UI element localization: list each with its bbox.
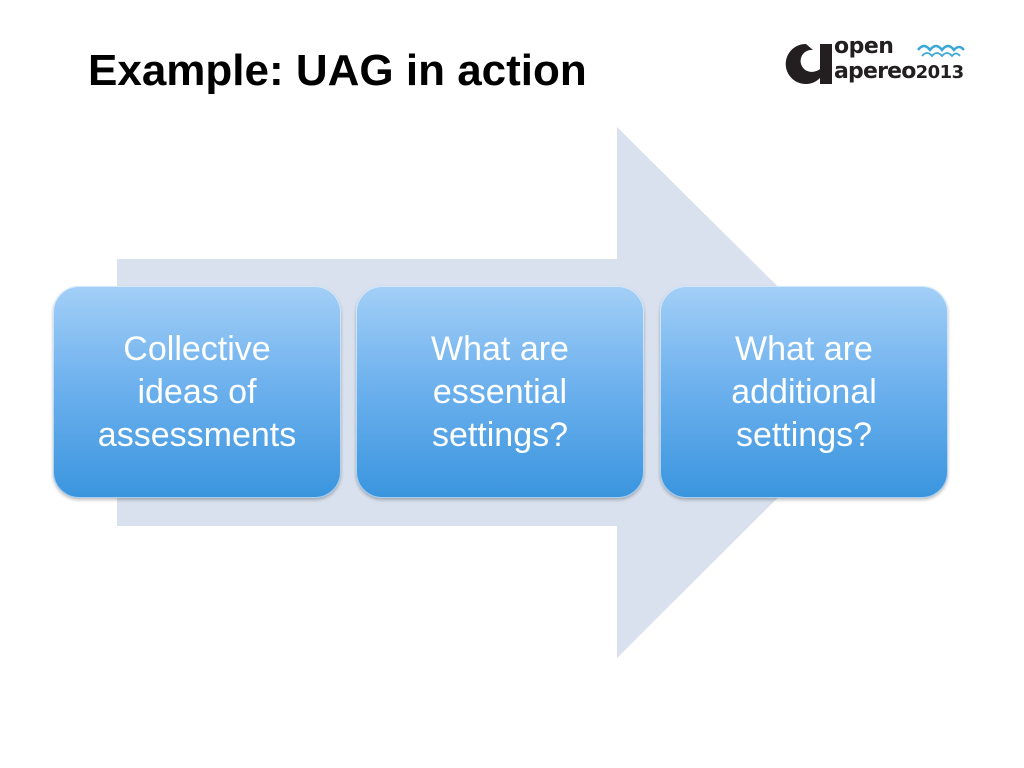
slide-title: Example: UAG in action xyxy=(88,46,587,95)
stage-box-1: Collective ideas of assessments xyxy=(53,286,341,498)
logo-text-apereo: apereo2013 xyxy=(834,59,964,84)
stage-box-3: What are additional settings? xyxy=(660,286,948,498)
stage-label-1: Collective ideas of assessments xyxy=(97,329,297,454)
apereo-mark-icon xyxy=(785,43,965,84)
stage-label-2: What are essential settings? xyxy=(431,329,569,454)
open-apereo-logo: open apereo2013 xyxy=(780,34,976,92)
logo-text-year: 2013 xyxy=(915,62,965,83)
logo-text-apereo-word: apereo xyxy=(834,59,916,84)
stage-box-2: What are essential settings? xyxy=(356,286,644,498)
stage-label-3: What are additional settings? xyxy=(731,329,877,454)
logo-text-open: open xyxy=(834,34,894,59)
